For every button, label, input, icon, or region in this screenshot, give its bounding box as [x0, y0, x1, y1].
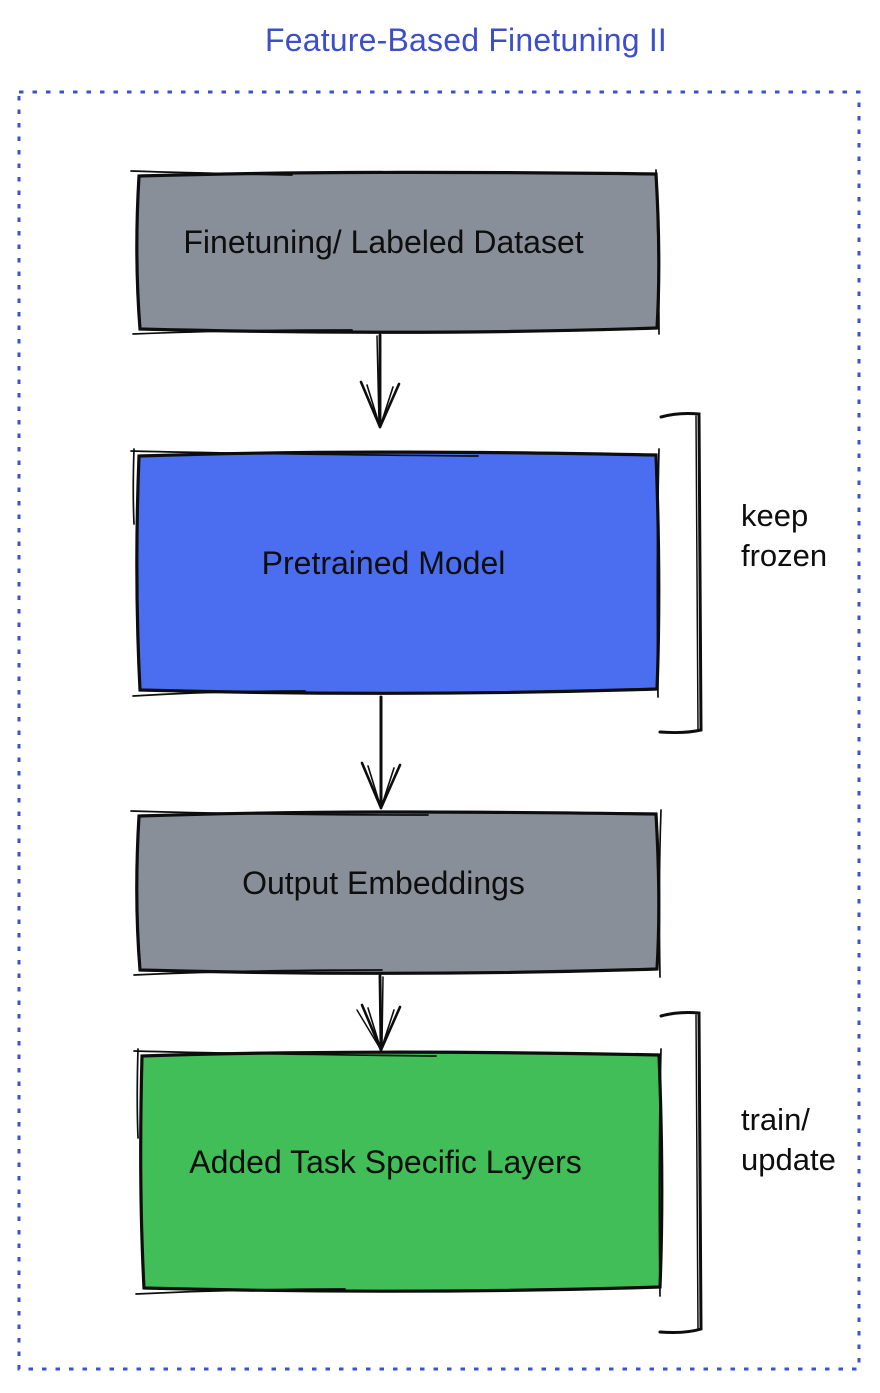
flow-arrow-1-head: [359, 380, 382, 429]
box-pretrained-sketch-accent: [132, 690, 306, 697]
box-pretrained-shape: [135, 450, 661, 695]
dotted-frame: [17, 90, 861, 1371]
box-task-layers-sketch-accent: [136, 1048, 139, 1139]
flow-arrow-3-head: [360, 1003, 383, 1052]
flow-arrow-2-head: [367, 765, 382, 809]
box-dataset-sketch-accent: [655, 169, 660, 335]
annotation-train-update-line2: update: [741, 1142, 836, 1177]
annotation-keep-frozen-line1: keep: [741, 498, 809, 533]
annotation-keep-frozen: keep frozen: [741, 496, 827, 576]
box-dataset-sketch-accent: [130, 170, 293, 176]
flow-arrow-2-head: [380, 767, 395, 809]
bracket-train-update-double: [695, 1014, 699, 1329]
box-embeddings-sketch-accent: [658, 809, 662, 978]
box-dataset-shape: [135, 170, 661, 334]
flow-arrow-2-head: [360, 761, 383, 810]
flow-arrow-3-head: [356, 1009, 382, 1051]
box-embeddings-shape: [135, 810, 661, 975]
box-task-layers-sketch-accent: [135, 1288, 346, 1295]
flow-arrow-3-head: [380, 1009, 395, 1051]
box-embeddings-sketch-accent: [133, 969, 383, 976]
bracket-train-update: [658, 1010, 703, 1335]
bracket-keep-frozen-double: [695, 415, 699, 730]
flow-arrow-1-head: [366, 384, 381, 428]
box-embeddings-sketch-accent: [130, 810, 429, 816]
box-pretrained-sketch-accent: [656, 448, 660, 698]
box-task-layers-sketch-accent: [658, 1048, 662, 1297]
annotation-keep-frozen-line2: frozen: [741, 538, 828, 573]
box-task-layers-shape: [139, 1050, 664, 1293]
box-task-layers-sketch-accent: [133, 1050, 437, 1057]
bracket-keep-frozen: [658, 411, 703, 735]
box-pretrained-sketch-accent: [130, 450, 479, 457]
box-dataset-sketch-accent: [132, 329, 353, 335]
flow-arrow-1-head: [379, 386, 394, 428]
flow-arrow-3-shaft: [378, 974, 383, 1049]
box-pretrained-sketch-accent: [132, 448, 135, 525]
annotation-train-update-line1: train/: [741, 1102, 810, 1137]
diagram-title: Feature-Based Finetuning II: [264, 22, 668, 58]
flow-arrow-1-shaft-double: [376, 335, 380, 424]
annotation-train-update: train/ update: [741, 1100, 836, 1180]
flow-arrow-3-shaft-double: [381, 976, 384, 1047]
flow-arrow-3-head: [367, 1007, 382, 1051]
